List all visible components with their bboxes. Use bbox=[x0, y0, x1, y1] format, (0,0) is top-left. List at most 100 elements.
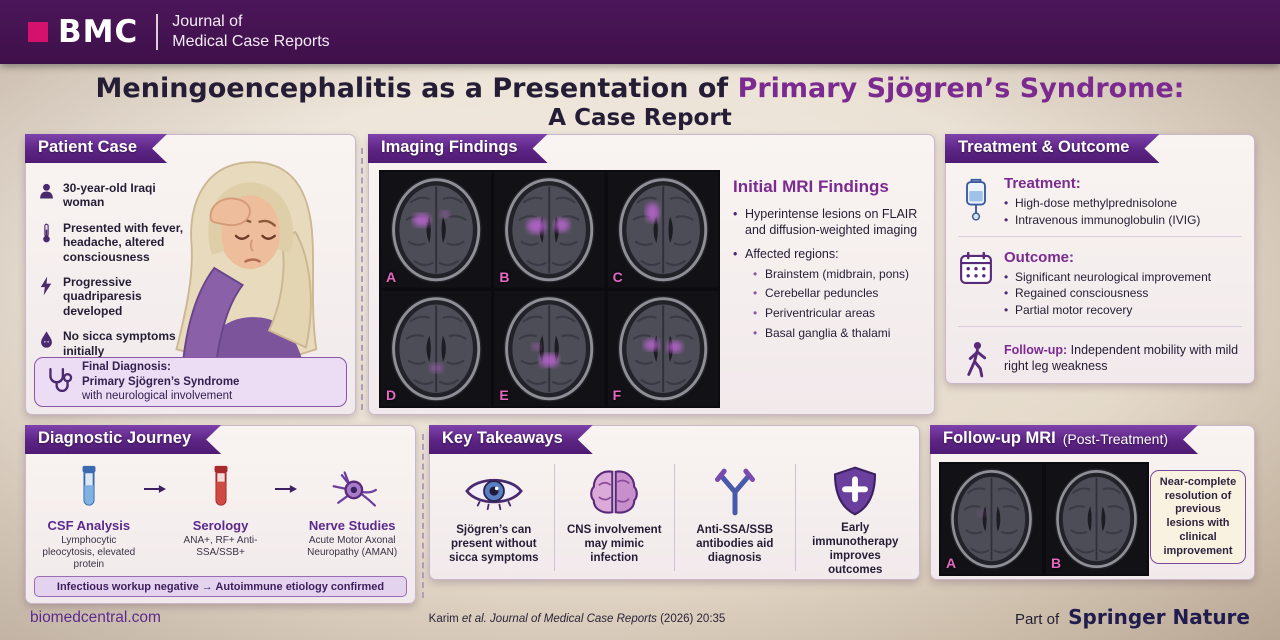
citation-journal: Journal of Medical Case Reports bbox=[490, 613, 657, 625]
shield-icon bbox=[833, 466, 877, 516]
droplet-icon bbox=[36, 329, 56, 348]
outcome-item: Partial motor recovery bbox=[1004, 302, 1211, 319]
eye-icon bbox=[464, 466, 523, 518]
mri-label: D bbox=[386, 387, 397, 403]
takeaway-immunotherapy: Early immunotherapy improves outcomes bbox=[796, 464, 916, 576]
mri-label: B bbox=[499, 268, 510, 285]
imaging-findings-header: Imaging Findings bbox=[368, 134, 548, 163]
patient-case-header: Patient Case bbox=[25, 134, 167, 163]
key-takeaways-panel: Key Takeaways Sjögren’s can present with… bbox=[429, 425, 920, 580]
step-title: CSF Analysis bbox=[47, 518, 131, 533]
antibody-icon bbox=[711, 466, 759, 518]
journal-name: Journal of Medical Case Reports bbox=[172, 12, 329, 51]
followup-mri-image-b: B bbox=[1046, 464, 1147, 574]
treatment-outcome-header: Treatment & Outcome bbox=[945, 134, 1159, 163]
neuron-icon bbox=[326, 464, 378, 514]
diagnostic-journey-panel: Diagnostic Journey CSF Analysis Lymphocy… bbox=[25, 425, 416, 604]
region-item: Basal ganglia & thalami bbox=[753, 326, 922, 342]
patient-item-text: Progressive quadriparesis developed bbox=[63, 274, 142, 318]
final-diagnosis-line2: with neurological involvement bbox=[82, 390, 233, 403]
patient-detail-list: 30-year-old Iraqi woman Presented with f… bbox=[36, 181, 188, 369]
section-divider bbox=[958, 325, 1242, 327]
treatment-section: Treatment: High-dose methylprednisolone … bbox=[946, 166, 1254, 233]
section-divider bbox=[958, 235, 1242, 237]
region-item: Brainstem (midbrain, pons) bbox=[753, 267, 922, 283]
patient-case-panel: Patient Case 30-year-old I bbox=[25, 134, 356, 415]
stethoscope-icon bbox=[45, 366, 73, 399]
article-title: Meningoencephalitis as a Presentation of… bbox=[0, 66, 1280, 131]
affected-regions-list: Brainstem (midbrain, pons) Cerebellar pe… bbox=[745, 267, 922, 341]
finding-regions: Affected regions: Brainstem (midbrain, p… bbox=[733, 246, 922, 342]
title-highlight: Primary Sjögren’s Syndrome: bbox=[737, 73, 1185, 104]
patient-item-text: 30-year-old Iraqi woman bbox=[63, 181, 156, 210]
springer-nature-logo: Springer Nature bbox=[1068, 605, 1250, 629]
patient-illustration bbox=[153, 149, 353, 376]
patient-item-sicca: No sicca symptoms initially bbox=[36, 329, 188, 358]
diagnostic-conclusion-banner: Infectious workup negative → Autoimmune … bbox=[34, 576, 407, 597]
person-icon bbox=[36, 181, 56, 200]
final-diagnosis-box: Final Diagnosis: Primary Sjögren’s Syndr… bbox=[34, 357, 347, 407]
takeaway-text: Early immunotherapy improves outcomes bbox=[812, 522, 899, 577]
step-desc: Lymphocytic pleocytosis, elevated protei… bbox=[42, 535, 136, 571]
patient-item-text: No sicca symptoms initially bbox=[63, 329, 176, 358]
title-line1: Meningoencephalitis as a Presentation of… bbox=[0, 73, 1280, 104]
citation-etal: et al. bbox=[461, 613, 491, 625]
title-prefix: Meningoencephalitis as a Presentation of bbox=[95, 73, 738, 104]
divider-patient-imaging bbox=[361, 148, 363, 410]
takeaway-cns: CNS involvement may mimic infection bbox=[555, 464, 675, 571]
mri-image-f: F bbox=[607, 290, 718, 406]
mri-label: C bbox=[612, 268, 623, 285]
finding-flair: Hyperintense lesions on FLAIR and diffus… bbox=[733, 206, 922, 239]
takeaway-antibodies: Anti-SSA/SSB antibodies aid diagnosis bbox=[675, 464, 796, 571]
partof-label: Part of bbox=[1014, 611, 1060, 628]
mri-image-d: D bbox=[381, 290, 492, 406]
region-item: Periventricular areas bbox=[753, 306, 922, 322]
walking-person-icon bbox=[958, 339, 994, 379]
biomedcentral-link[interactable]: biomedcentral.com bbox=[30, 609, 161, 626]
mri-findings-list: Hyperintense lesions on FLAIR and diffus… bbox=[733, 206, 922, 341]
bmc-logo-square-icon bbox=[28, 22, 48, 42]
blood-tube-icon bbox=[208, 464, 234, 514]
mri-label: A bbox=[386, 268, 397, 285]
outcome-item: Significant neurological improvement bbox=[1004, 269, 1211, 286]
mri-image-c: C bbox=[607, 172, 718, 288]
patient-item-presentation: Presented with fever, headache, altered … bbox=[36, 221, 188, 264]
step-csf: CSF Analysis Lymphocytic pleocytosis, el… bbox=[34, 464, 144, 572]
test-tube-icon bbox=[76, 464, 102, 514]
mri-image-a: A bbox=[381, 172, 492, 288]
journal-header-bar: BMC Journal of Medical Case Reports bbox=[0, 0, 1280, 64]
journal-name-line1: Journal of bbox=[172, 13, 243, 31]
treatment-list: High-dose methylprednisolone Intravenous… bbox=[1004, 195, 1200, 229]
mri-label: B bbox=[1051, 555, 1062, 571]
citation-tail: (2026) 20:35 bbox=[656, 613, 726, 625]
springer-nature-branding: Part of Springer Nature bbox=[1015, 605, 1250, 629]
journal-name-line2: Medical Case Reports bbox=[172, 33, 330, 50]
arrow-right-icon bbox=[275, 483, 298, 495]
diagnostic-journey-header: Diagnostic Journey bbox=[25, 425, 221, 454]
citation-author: Karim bbox=[428, 613, 462, 625]
treatment-title: Treatment: bbox=[1004, 175, 1081, 192]
takeaway-text: Sjögren’s can present without sicca symp… bbox=[449, 524, 539, 565]
step-serology: Serology ANA+, RF+ Anti-SSA/SSB+ bbox=[166, 464, 276, 559]
treatment-item: High-dose methylprednisolone bbox=[1004, 195, 1200, 212]
brain-icon bbox=[587, 466, 641, 518]
step-desc: ANA+, RF+ Anti-SSA/SSB+ bbox=[183, 535, 258, 559]
final-diagnosis-text: Final Diagnosis: Primary Sjögren’s Syndr… bbox=[82, 360, 239, 403]
followup-mri-panel: Follow-up MRI (Post-Treatment) A B Near-… bbox=[930, 425, 1255, 580]
final-diagnosis-label: Final Diagnosis: bbox=[82, 361, 171, 374]
final-diagnosis-line1: Primary Sjögren’s Syndrome bbox=[82, 375, 240, 388]
mri-label: A bbox=[946, 555, 957, 571]
mri-image-b: B bbox=[494, 172, 605, 288]
region-item: Cerebellar peduncles bbox=[753, 286, 922, 302]
divider-diagnostic-takeaways bbox=[422, 434, 424, 598]
logo-divider bbox=[156, 14, 159, 50]
followup-mri-subtitle: (Post-Treatment) bbox=[1062, 430, 1169, 447]
step-nerve: Nerve Studies Acute Motor Axonal Neuropa… bbox=[297, 464, 407, 559]
followup-label: Follow-up: bbox=[1004, 342, 1068, 357]
patient-item-text: Presented with fever, headache, altered … bbox=[63, 220, 184, 264]
patient-item-quadriparesis: Progressive quadriparesis developed bbox=[36, 275, 188, 318]
step-desc: Acute Motor Axonal Neuropathy (AMAN) bbox=[307, 535, 398, 559]
citation: Karim et al. Journal of Medical Case Rep… bbox=[429, 613, 726, 625]
takeaway-sicca: Sjögren’s can present without sicca symp… bbox=[434, 464, 555, 571]
